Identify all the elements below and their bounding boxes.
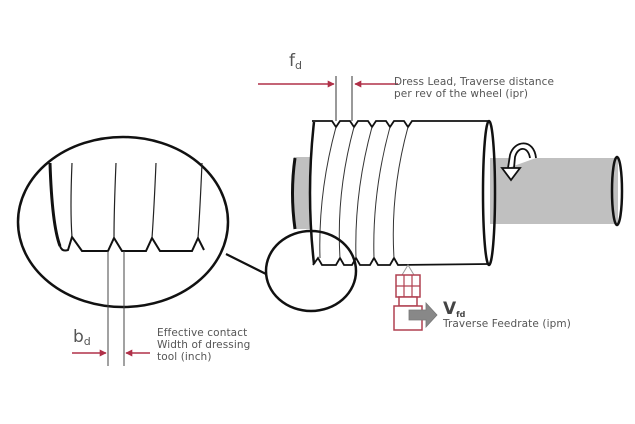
contact-width-symbol: bd bbox=[73, 327, 91, 348]
rotation-arrow-icon bbox=[500, 142, 537, 182]
feedrate-line1: Traverse Feedrate (ipm) bbox=[443, 318, 571, 330]
contact-width-line3: tool (inch) bbox=[157, 351, 212, 363]
feedrate-label: Traverse Feedrate (ipm) bbox=[443, 318, 571, 330]
dress-lead-dimension bbox=[258, 76, 398, 121]
magnifier-connector bbox=[225, 253, 267, 275]
grinding-wheel bbox=[308, 119, 497, 267]
left-shaft-stub bbox=[291, 157, 310, 230]
feedrate-symbol: Vfd bbox=[443, 299, 466, 319]
contact-width-label: Effective contact Width of dressing tool… bbox=[157, 327, 250, 363]
magnifier-small bbox=[264, 229, 358, 313]
dress-lead-symbol: fd bbox=[289, 51, 302, 72]
dress-lead-label: Dress Lead, Traverse distance per rev of… bbox=[394, 76, 554, 100]
contact-width-dimension bbox=[72, 251, 150, 366]
feed-arrow-icon bbox=[408, 301, 438, 329]
contact-width-line1: Effective contact bbox=[157, 327, 248, 339]
magnifier-large bbox=[16, 135, 230, 309]
contact-width-line2: Width of dressing bbox=[157, 339, 251, 351]
dress-lead-line1: Dress Lead, Traverse distance bbox=[394, 76, 555, 88]
dress-lead-line2: per rev of the wheel (ipr) bbox=[394, 88, 529, 100]
